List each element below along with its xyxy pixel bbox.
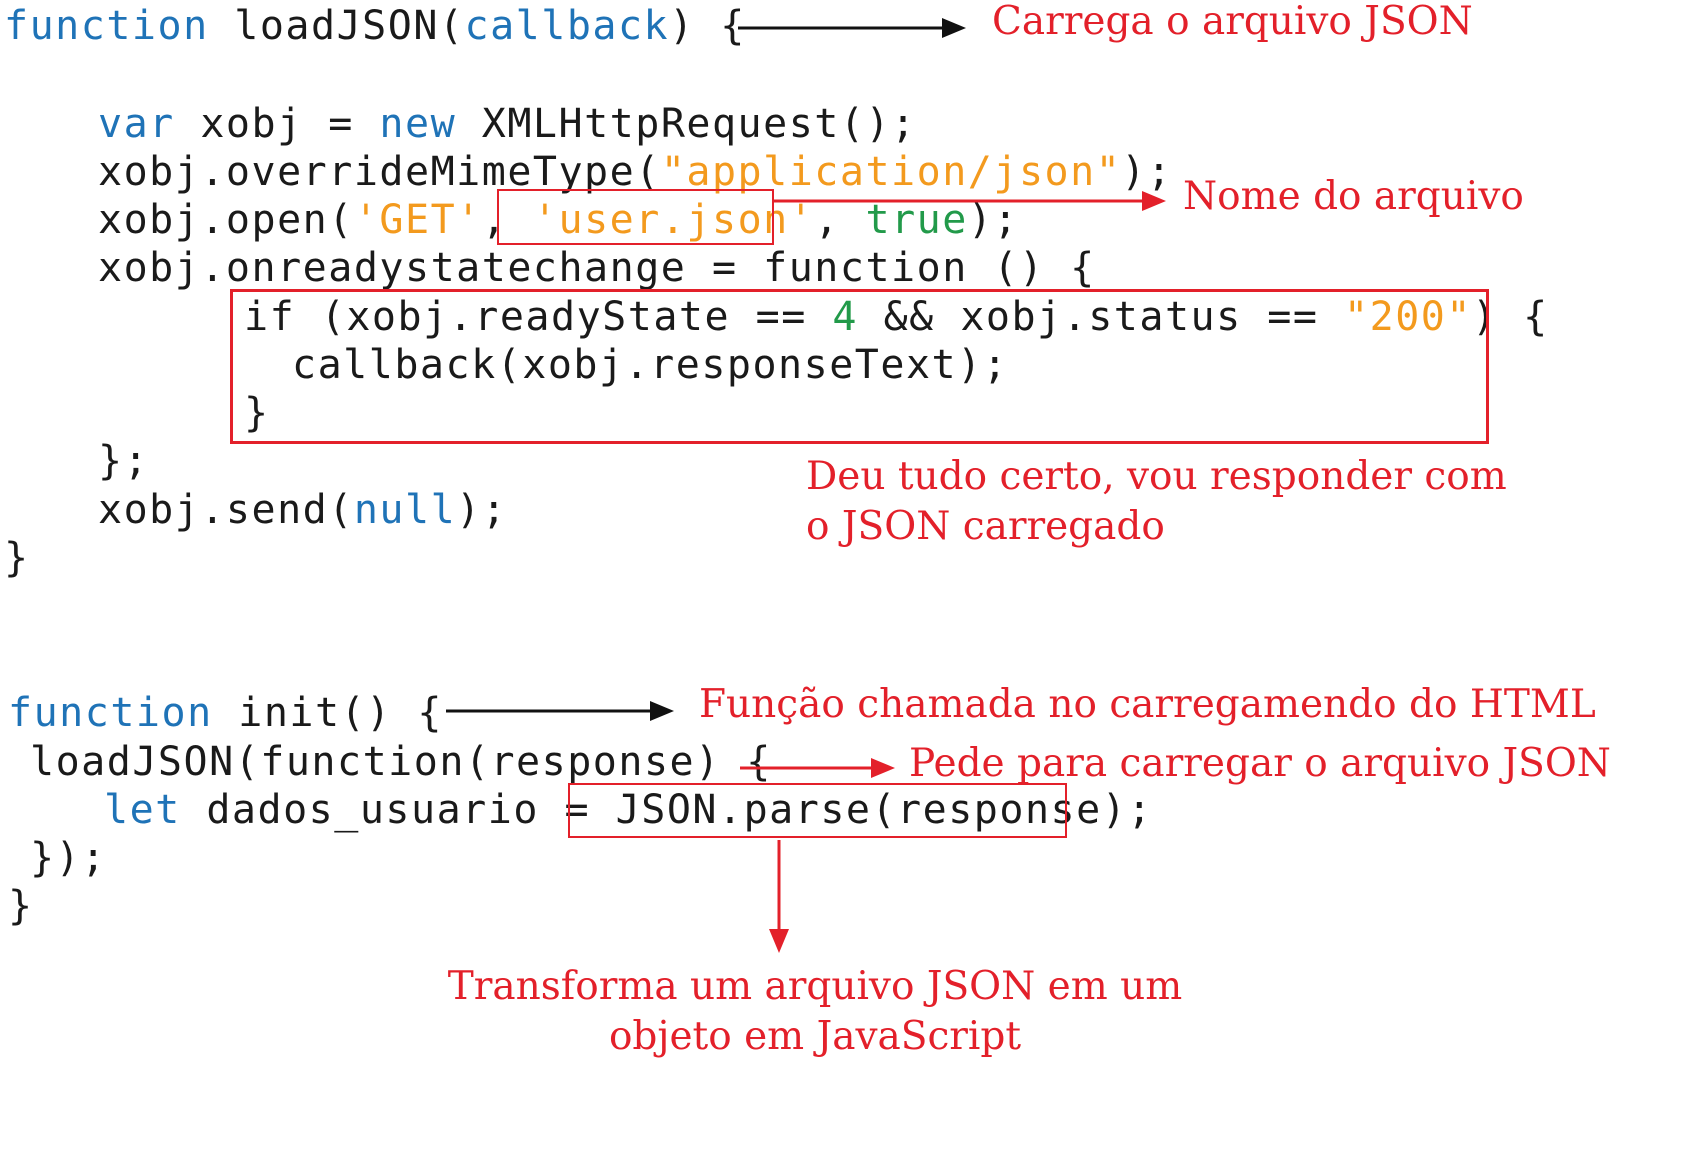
code-text: loadJSON(function(response) { (30, 739, 772, 785)
arrow-file-name (774, 191, 1166, 211)
annotation-parse: Transforma um arquivo JSON em um objeto … (447, 964, 1183, 1059)
keyword-true: true (865, 197, 968, 243)
string-user-json: 'user.json' (532, 197, 815, 243)
arrow-init (446, 701, 674, 721)
code-text: xobj = (174, 101, 380, 147)
code-text: ) { (1471, 294, 1549, 340)
keyword-null: null (353, 487, 457, 533)
code-line-close-callback: }); (30, 838, 107, 878)
code-line-send: xobj.send(null); (98, 490, 507, 530)
string-200: "200" (1344, 294, 1472, 340)
code-text: , (481, 197, 533, 243)
code-line-function-loadjson: function loadJSON(callback) { (4, 6, 746, 46)
code-line-close-init: } (8, 886, 34, 926)
annotation-init: Função chamada no carregamendo do HTML (699, 682, 1596, 727)
code-line-let-dados: let dados_usuario = JSON.parse(response)… (104, 790, 1153, 830)
code-line-var-xobj: var xobj = new XMLHttpRequest(); (98, 104, 917, 144)
code-text: && xobj.status == (857, 294, 1345, 340)
code-text: }); (30, 835, 107, 881)
code-line-close-handler: }; (98, 441, 149, 481)
code-text: }; (98, 438, 150, 484)
arrow-load-json (738, 18, 966, 38)
code-line-if-readystate: if (xobj.readyState == 4 && xobj.status … (244, 297, 1549, 337)
keyword-var: var (98, 101, 175, 147)
arrow-request (740, 758, 895, 778)
code-text: ) { (669, 3, 746, 49)
code-line-callback: callback(xobj.responseText); (292, 345, 1008, 385)
annotation-success: Deu tudo certo, vou responder com o JSON… (806, 454, 1507, 549)
keyword-function: function (4, 3, 209, 49)
code-text: ); (456, 487, 508, 533)
highlight-box-json-parse (568, 783, 1067, 838)
annotation-file-name: Nome do arquivo (1183, 174, 1524, 219)
code-text: ); (967, 197, 1019, 243)
code-text: , (814, 197, 866, 243)
code-text: } (8, 883, 34, 929)
code-text: XMLHttpRequest(); (456, 101, 917, 147)
code-line-close-if: } (244, 393, 270, 433)
code-json-parse: JSON.parse(response) (615, 787, 1128, 833)
code-text: xobj.onreadystatechange = function () { (98, 245, 1096, 291)
code-line-loadjson-call: loadJSON(function(response) { (30, 742, 772, 782)
keyword-let: let (104, 787, 181, 833)
code-line-onreadystatechange: xobj.onreadystatechange = function () { (98, 248, 1096, 288)
code-text: xobj.send( (98, 487, 354, 533)
string-mime: "application/json" (660, 149, 1122, 195)
code-line-override-mime: xobj.overrideMimeType("application/json"… (98, 152, 1172, 192)
code-line-open: xobj.open('GET', 'user.json', true); (98, 200, 1019, 240)
arrow-parse (769, 840, 789, 953)
keyword-new: new (379, 101, 457, 147)
highlight-box-user-json (497, 189, 774, 245)
code-text: init() { (212, 690, 443, 736)
annotation-request: Pede para carregar o arquivo JSON (909, 741, 1611, 786)
code-text: ; (1127, 787, 1153, 833)
code-text: xobj.open( (98, 197, 354, 243)
code-line-close-function: } (4, 538, 30, 578)
keyword-function: function (8, 690, 213, 736)
highlight-box-if-block (230, 289, 1489, 444)
code-text: } (4, 535, 30, 581)
code-text: } (244, 390, 270, 436)
param-callback: callback (464, 3, 670, 49)
string-get: 'GET' (353, 197, 482, 243)
annotation-load-json: Carrega o arquivo JSON (992, 0, 1473, 44)
code-text: loadJSON( (208, 3, 465, 49)
number-4: 4 (832, 294, 858, 340)
code-text: callback(xobj.responseText); (292, 342, 1009, 388)
code-line-function-init: function init() { (8, 693, 443, 733)
code-text: ); (1121, 149, 1173, 195)
code-text: xobj.overrideMimeType( (98, 149, 661, 195)
code-text: if (xobj.readyState == (244, 294, 833, 340)
